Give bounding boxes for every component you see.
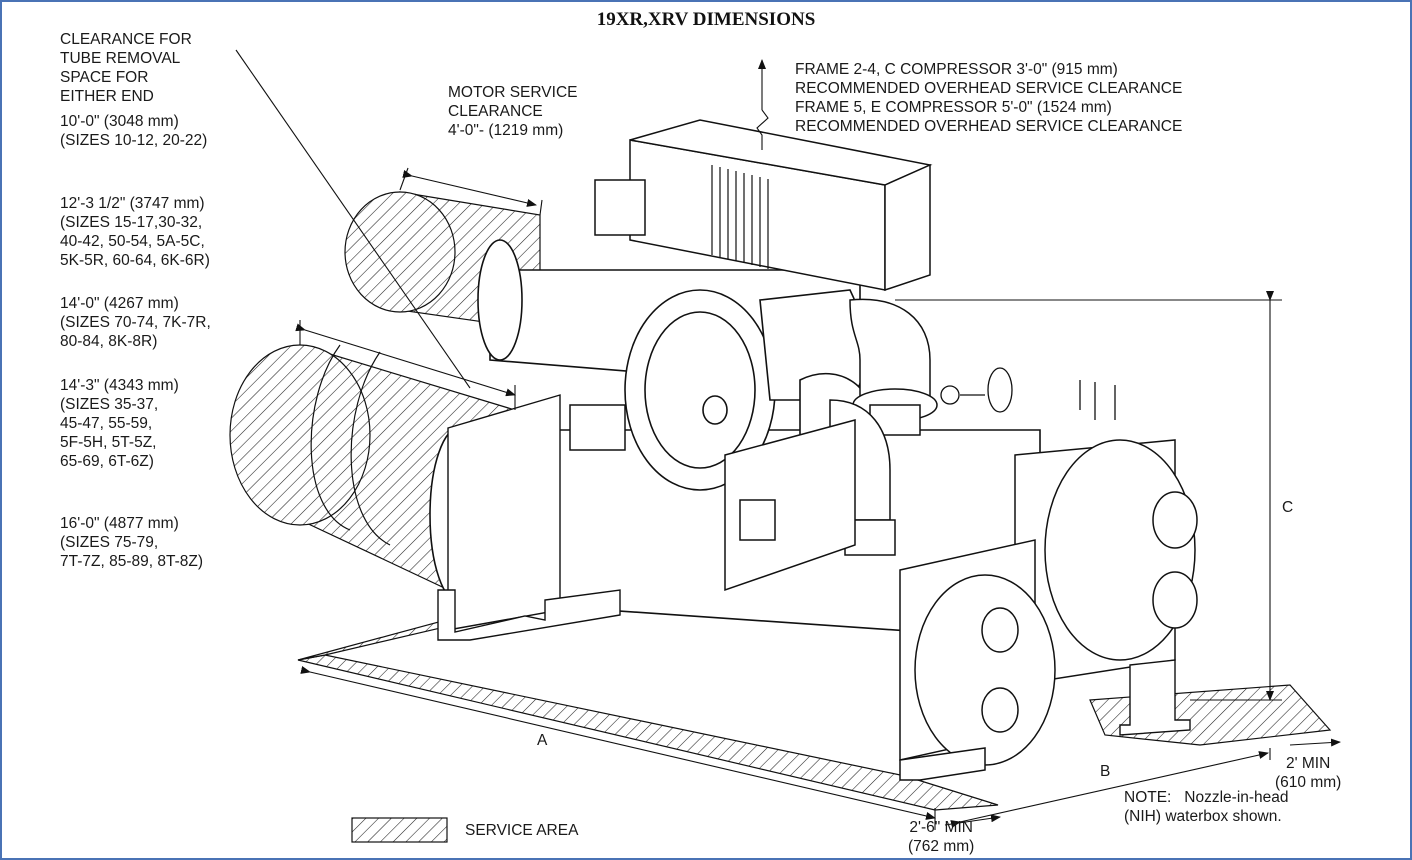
dimension-c-label: C	[1282, 499, 1294, 516]
legend-label: SERVICE AREA	[465, 822, 579, 839]
left-tube-sheet	[437, 394, 621, 641]
tube-clearance-option-5: 16'-0" (4877 mm) (SIZES 75-79, 7T-7Z, 85…	[60, 515, 203, 570]
valve	[940, 367, 1116, 420]
waterbox-upper	[1014, 439, 1198, 686]
waterbox-note: NOTE: Nozzle-in-head (NIH) waterbox show…	[1124, 789, 1289, 825]
tube-clearance-option-1: 10'-0" (3048 mm) (SIZES 10-12, 20-22)	[60, 113, 208, 149]
dimension-a-label: A	[537, 732, 548, 749]
tube-clearance-option-2: 12'-3 1/2" (3747 mm) (SIZES 15-17,30-32,…	[60, 195, 210, 269]
service-area-front	[297, 654, 999, 811]
starter-cabinet	[594, 119, 933, 292]
motor-service-clearance: MOTOR SERVICE CLEARANCE 4'-0"- (1219 mm)	[448, 84, 578, 139]
front-min-clearance: 2'-6" MIN (762 mm)	[908, 819, 975, 855]
side-min-clearance: 2' MIN (610 mm)	[1275, 755, 1342, 791]
diagram-title: 19XR,XRV DIMENSIONS	[596, 9, 816, 30]
tube-clearance-option-4: 14'-3" (4343 mm) (SIZES 35-37, 45-47, 55…	[60, 377, 179, 470]
right-foot	[1119, 659, 1191, 736]
overhead-clearance-note: FRAME 2-4, C COMPRESSOR 3'-0" (915 mm) R…	[795, 61, 1183, 135]
control-panel	[569, 404, 856, 592]
tube-clearance-heading: CLEARANCE FOR TUBE REMOVAL SPACE FOR EIT…	[60, 31, 192, 105]
service-area-right	[1089, 684, 1332, 746]
legend-swatch	[351, 817, 448, 843]
waterbox-lower	[899, 539, 1056, 781]
tube-clearance-option-3: 14'-0" (4267 mm) (SIZES 70-74, 7K-7R, 80…	[60, 295, 211, 350]
dimension-b-label: B	[1100, 763, 1111, 780]
dimension-lines	[235, 49, 1341, 830]
